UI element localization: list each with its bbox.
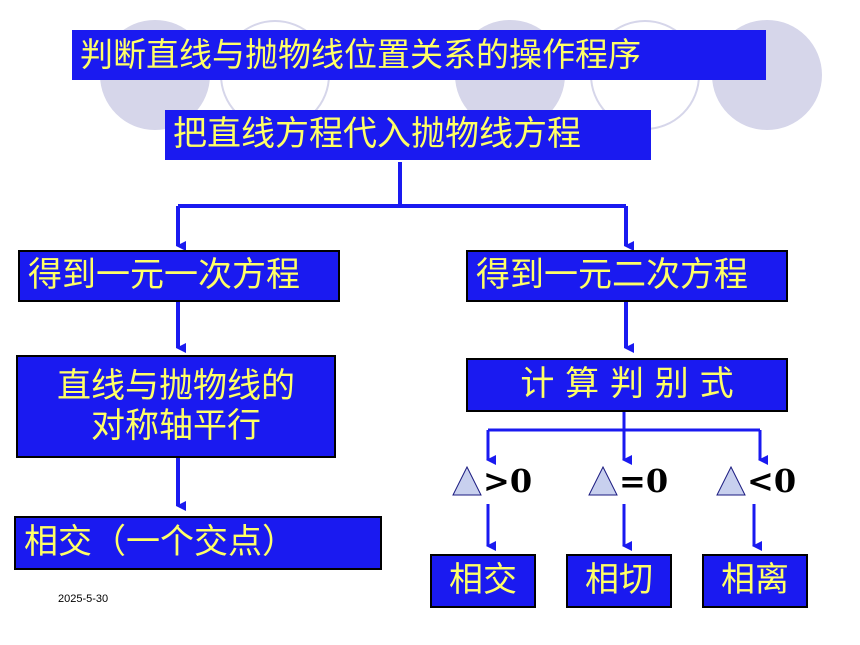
- one-intersection-text: 相交（一个交点）: [24, 522, 296, 563]
- parallel-axis-box: 直线与抛物线的 对称轴平行: [16, 355, 336, 458]
- delta-less-zero-label: <0: [747, 462, 797, 500]
- intersect-result-box: 相交: [430, 554, 536, 608]
- quadratic-equation-box: 得到一元二次方程: [466, 250, 788, 302]
- tangent-result-text: 相切: [585, 560, 653, 601]
- delta-less-zero: <0: [716, 462, 796, 500]
- parallel-axis-line2: 对称轴平行: [91, 405, 261, 446]
- discriminant-box: 计 算 判 别 式: [466, 358, 788, 412]
- delta-equal-zero-label: =0: [619, 462, 669, 500]
- linear-equation-box: 得到一元一次方程: [18, 250, 340, 302]
- substitute-step-box: 把直线方程代入抛物线方程: [165, 110, 651, 160]
- separate-result-text: 相离: [721, 560, 789, 601]
- page-title-text: 判断直线与抛物线位置关系的操作程序: [80, 35, 641, 75]
- delta-icon: [588, 466, 618, 496]
- delta-icon: [452, 466, 482, 496]
- delta-greater-zero: >0: [452, 462, 532, 500]
- quadratic-equation-text: 得到一元二次方程: [476, 255, 748, 296]
- substitute-step-text: 把直线方程代入抛物线方程: [173, 114, 581, 155]
- page-title: 判断直线与抛物线位置关系的操作程序: [72, 30, 766, 80]
- linear-equation-text: 得到一元一次方程: [28, 255, 300, 296]
- separate-result-box: 相离: [702, 554, 808, 608]
- intersect-result-text: 相交: [449, 560, 517, 601]
- tangent-result-box: 相切: [566, 554, 672, 608]
- delta-greater-zero-label: >0: [483, 462, 533, 500]
- parallel-axis-line1: 直线与抛物线的: [57, 366, 295, 407]
- one-intersection-box: 相交（一个交点）: [14, 516, 382, 570]
- delta-icon: [716, 466, 746, 496]
- discriminant-text: 计 算 判 别 式: [520, 364, 734, 405]
- slide-date: 2025-5-30: [58, 593, 109, 605]
- delta-equal-zero: =0: [588, 462, 668, 500]
